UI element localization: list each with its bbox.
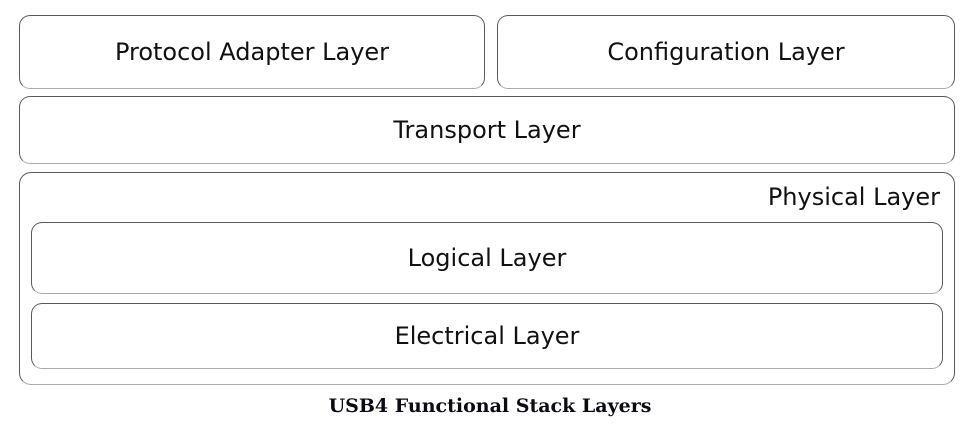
box-logical-layer: Logical Layer [31, 222, 943, 294]
physical-layer-label-row: Physical Layer [768, 185, 940, 209]
box-protocol-adapter-layer: Protocol Adapter Layer [19, 15, 485, 89]
box-transport-layer: Transport Layer [19, 96, 955, 164]
box-label-electrical-layer: Electrical Layer [394, 322, 580, 350]
diagram-caption: USB4 Functional Stack Layers [328, 395, 652, 417]
box-label-configuration-layer: Configuration Layer [607, 38, 845, 66]
box-label-physical-layer: Physical Layer [767, 183, 940, 211]
box-label-protocol-adapter-layer: Protocol Adapter Layer [114, 38, 390, 66]
box-label-logical-layer: Logical Layer [407, 244, 567, 272]
box-label-transport-layer: Transport Layer [393, 116, 581, 144]
box-electrical-layer: Electrical Layer [31, 303, 943, 369]
box-configuration-layer: Configuration Layer [497, 15, 955, 89]
